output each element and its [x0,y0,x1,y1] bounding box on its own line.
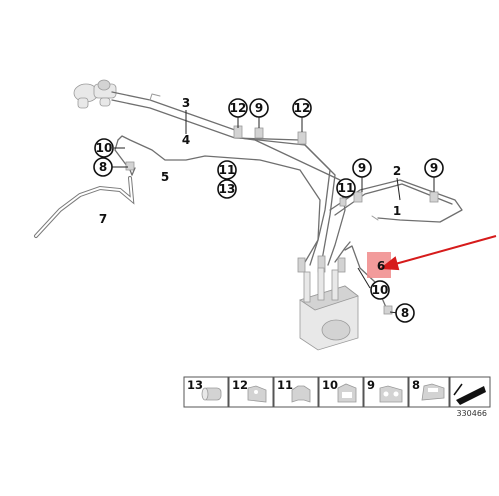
callout-7[interactable]: 7 [99,212,107,226]
callout-6[interactable]: 6 [377,259,385,273]
svg-text:10: 10 [96,141,113,155]
line-clips [125,125,439,315]
legend-8[interactable]: 8 [412,378,420,392]
diagram-code: 330466 [456,409,487,418]
callout-2[interactable]: 2 [393,164,401,178]
svg-text:9: 9 [358,161,366,175]
legend-10[interactable]: 10 [322,378,338,392]
red-pointer-arrow [379,235,497,271]
reference-arrow-icon [453,383,486,405]
svg-text:9: 9 [255,101,263,115]
brake-hose [34,167,136,238]
callout-4[interactable]: 4 [182,133,190,147]
svg-text:8: 8 [401,306,409,320]
legend-9[interactable]: 9 [367,378,375,392]
callout-13[interactable]: 13 [217,179,237,199]
callout-12a[interactable]: 12 [228,98,248,118]
callout-9b[interactable]: 9 [352,158,372,178]
holder-icon [337,383,357,403]
callout-3[interactable]: 3 [182,96,190,110]
parts-legend: 13 12 11 10 9 8 [183,376,491,418]
legend-11[interactable]: 11 [277,378,293,392]
callout-9a[interactable]: 9 [249,98,269,118]
callout-10a[interactable]: 10 [94,138,114,158]
svg-text:9: 9 [430,161,438,175]
abs-unit [299,267,359,351]
callout-8b[interactable]: 8 [395,303,415,323]
mount-icon [421,383,445,401]
brake-lines-upper [111,91,463,313]
callout-9c[interactable]: 9 [424,158,444,178]
svg-text:13: 13 [219,182,236,196]
callout-10b[interactable]: 10 [370,280,390,300]
callout-11a[interactable]: 11 [217,160,237,180]
callout-12b[interactable]: 12 [292,98,312,118]
svg-text:11: 11 [338,181,355,195]
svg-text:11: 11 [219,163,236,177]
master-cylinder [73,79,117,109]
callout-1[interactable]: 1 [393,204,401,218]
svg-text:12: 12 [294,101,311,115]
svg-text:8: 8 [99,160,107,174]
svg-text:10: 10 [372,283,389,297]
double-clip-icon [379,385,403,403]
callout-8a[interactable]: 8 [93,157,113,177]
bracket-clip-icon [291,385,311,403]
clip-icon [247,385,267,403]
callout-11b[interactable]: 11 [336,178,356,198]
legend-13[interactable]: 13 [187,378,203,392]
callout-5[interactable]: 5 [161,170,169,184]
legend-12[interactable]: 12 [232,378,248,392]
svg-text:12: 12 [230,101,247,115]
pipe-clamp-icon [201,387,222,401]
